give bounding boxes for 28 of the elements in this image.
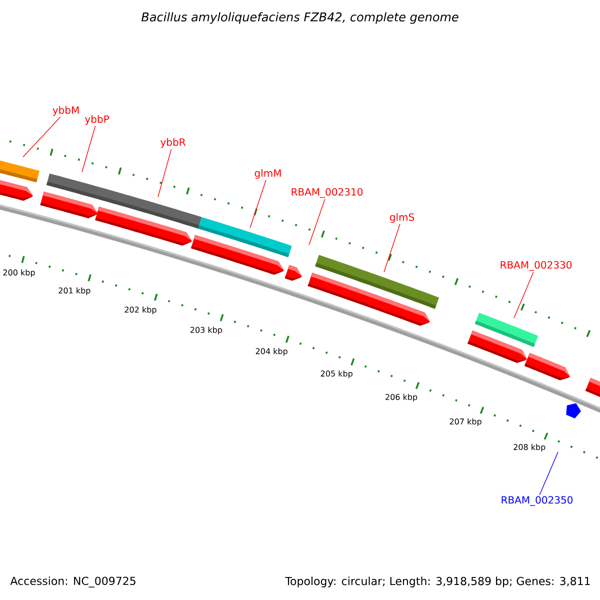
gene-label: ybbR <box>160 138 186 148</box>
gene-label: RBAM_002350 <box>502 496 573 506</box>
tick-label: 208 kbp <box>514 444 546 452</box>
tick-label: 205 kbp <box>320 370 352 378</box>
tick-label: 201 kbp <box>58 287 90 296</box>
tick-label: 200 kbp <box>3 269 35 278</box>
leader-line <box>22 116 61 158</box>
gene-label: ybbP <box>84 115 109 125</box>
leader-line <box>384 224 400 272</box>
tick-label: 202 kbp <box>124 306 156 314</box>
leader-line <box>250 180 266 228</box>
tick-label: 207 kbp <box>450 418 482 426</box>
leader-line <box>539 452 558 496</box>
footer-text: Accession: NC_009725 <box>10 576 136 588</box>
gene-label: RBAM_002330 <box>500 261 572 271</box>
gene-label: ybbM <box>52 106 79 116</box>
leader-line <box>308 198 326 246</box>
tick-label: 206 kbp <box>386 394 418 402</box>
footer-text: Topology: circular; Length: 3,918,589 bp; Genes: 3,811 <box>285 576 590 588</box>
title: Bacillus amyloliquefaciens FZB42, complete genome <box>142 12 458 24</box>
leader-line <box>82 126 96 172</box>
gene-label: glmM <box>254 169 281 179</box>
tick-label: 204 kbp <box>256 348 288 356</box>
leader-line <box>514 272 534 318</box>
leader-line <box>158 148 172 198</box>
tick-label: 203 kbp <box>190 326 222 334</box>
gene-label: RBAM_002310 <box>292 188 363 198</box>
gene-label: glmS <box>390 213 414 223</box>
